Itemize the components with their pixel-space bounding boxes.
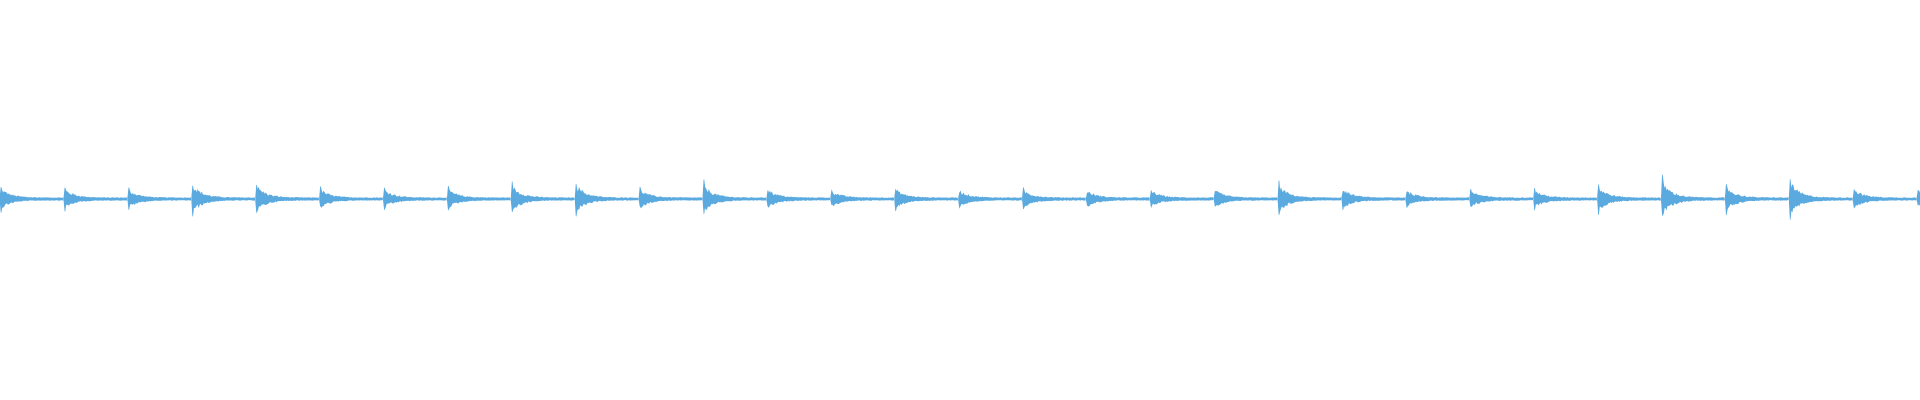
waveform-segment <box>1341 190 1406 211</box>
waveform-segment <box>383 187 447 211</box>
waveform-segment <box>894 188 958 212</box>
waveform-segment <box>1469 188 1533 207</box>
waveform-segment <box>702 179 767 214</box>
waveform-segment <box>1597 184 1661 215</box>
waveform-segment <box>1022 187 1086 210</box>
waveform-segment <box>1852 189 1917 209</box>
waveform-segment <box>958 190 1022 209</box>
waveform-segment <box>574 183 639 217</box>
waveform-segment <box>830 189 894 207</box>
waveform-segment <box>319 186 383 208</box>
waveform-segment <box>191 185 255 217</box>
waveform-segment <box>127 187 192 210</box>
waveform-segment <box>1213 190 1278 207</box>
waveform-segment <box>1916 190 1920 206</box>
waveform-segment <box>1086 191 1150 207</box>
waveform-segment <box>63 187 128 212</box>
waveform-segment <box>255 184 319 214</box>
waveform-segment <box>447 185 511 211</box>
waveform-segment <box>1277 180 1342 215</box>
waveform-segment <box>1661 174 1725 217</box>
waveform-segment <box>766 190 831 208</box>
waveform-segment <box>510 181 575 212</box>
waveform-segment <box>1725 184 1789 215</box>
waveform-segment <box>638 186 703 209</box>
waveform-segment <box>1788 179 1853 220</box>
waveform-segment <box>0 187 64 213</box>
waveform-segment <box>1405 191 1470 209</box>
waveform-segment <box>1533 187 1597 211</box>
waveform-segment <box>1149 190 1214 209</box>
